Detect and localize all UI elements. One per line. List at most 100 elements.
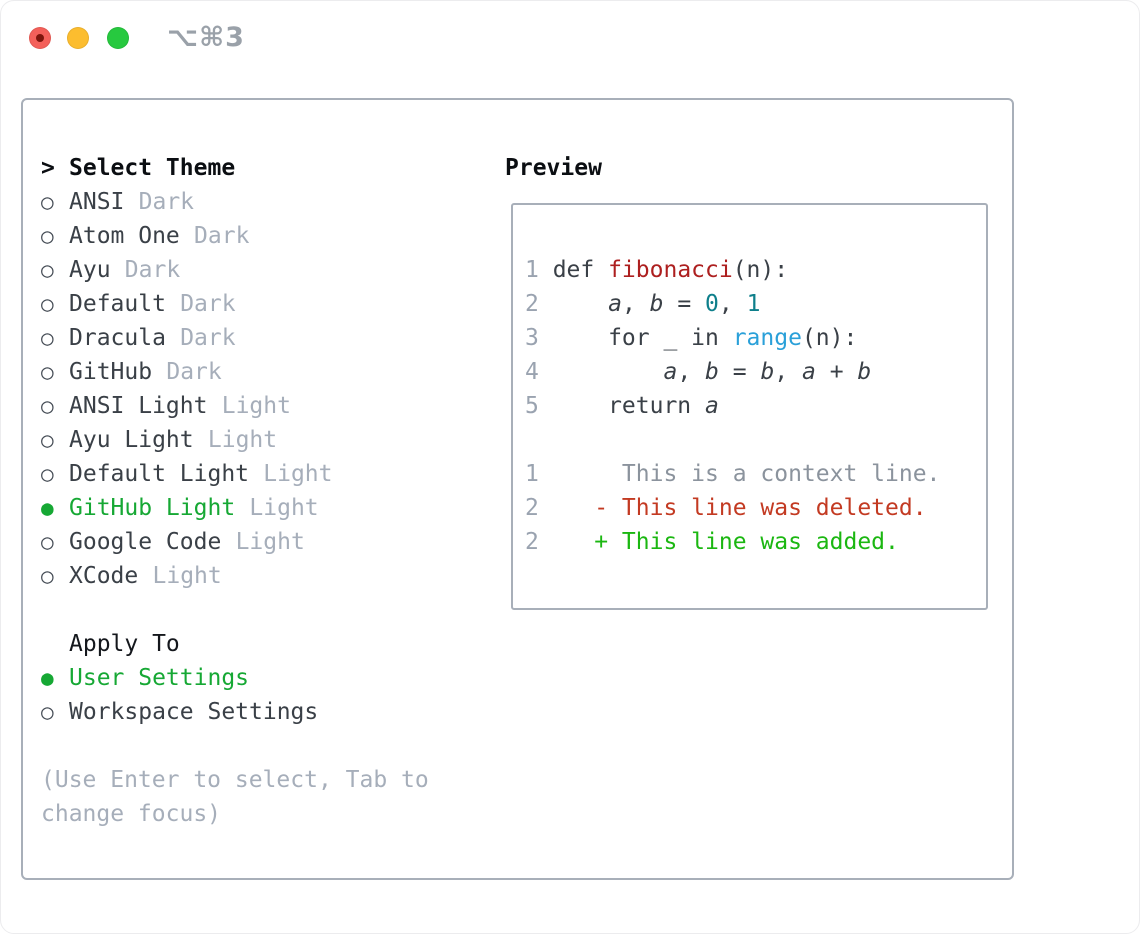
- radio-unselected-icon: ○: [41, 428, 54, 452]
- radio-unselected-icon: ○: [41, 190, 54, 214]
- code-segment-code: +: [815, 359, 858, 385]
- hint-text: (Use Enter to select, Tab to change focu…: [41, 763, 496, 831]
- line-number: 1: [525, 257, 539, 283]
- code-segment-code: =: [718, 359, 761, 385]
- close-button[interactable]: [29, 27, 51, 49]
- radio-unselected-icon: ○: [41, 360, 54, 384]
- code-line-text: def fibonacci(n):: [553, 253, 788, 287]
- code-segment-code: =: [663, 291, 706, 317]
- code-segment-func: fibonacci: [608, 257, 733, 283]
- apply-option-label: User Settings: [69, 665, 250, 691]
- radio-unselected-icon: ○: [41, 394, 54, 418]
- theme-name: Ayu: [69, 257, 111, 283]
- theme-variant: Light: [249, 495, 319, 521]
- theme-option-atom-one[interactable]: ○ Atom One Dark: [41, 219, 496, 253]
- theme-variant: Light: [235, 529, 305, 555]
- code-line-text: a, b = b, a + b: [553, 355, 872, 389]
- code-line: 2 + This line was added.: [525, 525, 986, 559]
- code-segment-code: (n):: [801, 325, 858, 351]
- radio-unselected-icon: ○: [41, 700, 54, 724]
- code-segment-number: 1: [746, 291, 761, 317]
- apply-to-label: Apply To: [69, 631, 180, 657]
- radio-unselected-icon: ○: [41, 326, 54, 350]
- theme-variant: Light: [263, 461, 333, 487]
- line-number: 5: [525, 393, 539, 419]
- prompt-arrow-icon: >: [41, 155, 55, 181]
- theme-variant: Dark: [166, 359, 222, 385]
- code-segment-code: for _ in: [552, 325, 733, 351]
- theme-option-github[interactable]: ○ GitHub Dark: [41, 355, 496, 389]
- code-line-text: for _ in range(n):: [552, 321, 858, 355]
- code-segment-code: [553, 291, 608, 317]
- radio-unselected-icon: ○: [41, 564, 54, 588]
- radio-unselected-icon: ○: [41, 292, 54, 316]
- theme-variant: Light: [221, 393, 291, 419]
- code-segment-var: a: [705, 393, 719, 419]
- code-segment-context: This is a context line.: [552, 461, 941, 487]
- radio-unselected-icon: ○: [41, 224, 54, 248]
- code-line: 5 return a: [525, 389, 986, 423]
- code-segment-var: a: [663, 359, 678, 385]
- theme-name: Ayu Light: [69, 427, 194, 453]
- apply-option-user-settings[interactable]: ● User Settings: [41, 661, 496, 695]
- radio-selected-icon: ●: [41, 666, 54, 690]
- code-line-text: - This line was deleted.: [553, 491, 927, 525]
- line-number: 2: [525, 529, 539, 555]
- theme-name: GitHub: [69, 359, 153, 385]
- hint-line-2: change focus): [41, 801, 222, 827]
- theme-name: Atom One: [69, 223, 180, 249]
- code-segment-var: a: [802, 359, 816, 385]
- code-segment-code: (n):: [732, 257, 789, 283]
- radio-selected-icon: ●: [41, 496, 54, 520]
- preview-title: Preview: [505, 155, 602, 181]
- apply-option-label: Workspace Settings: [69, 699, 319, 725]
- theme-name: ANSI Light: [69, 393, 208, 419]
- code-line: [525, 423, 986, 457]
- apply-to-title: Apply To: [41, 627, 496, 661]
- theme-option-ansi-light[interactable]: ○ ANSI Light Light: [41, 389, 496, 423]
- code-segment-code: def: [552, 257, 609, 283]
- theme-name: Google Code: [69, 529, 222, 555]
- line-number: [525, 423, 539, 457]
- code-segment-var: b: [857, 359, 872, 385]
- theme-variant: Dark: [194, 223, 250, 249]
- theme-option-github-light[interactable]: ● GitHub Light Light: [41, 491, 496, 525]
- code-segment-var: a: [608, 291, 622, 317]
- code-segment-deleted: - This line was deleted.: [594, 495, 927, 521]
- code-line: 2 a, b = 0, 1: [525, 287, 986, 321]
- theme-name: GitHub Light: [69, 495, 236, 521]
- code-line: 2 - This line was deleted.: [525, 491, 986, 525]
- close-dot-icon: [36, 34, 44, 42]
- code-segment-added: + This line was added.: [594, 529, 899, 555]
- divider: [41, 729, 496, 763]
- select-theme-label: Select Theme: [69, 155, 236, 181]
- zoom-button[interactable]: [107, 27, 129, 49]
- line-number: 2: [525, 291, 539, 317]
- code-line: 1 def fibonacci(n):: [525, 253, 986, 287]
- divider: [41, 593, 496, 627]
- theme-name: XCode: [69, 563, 139, 589]
- code-line-text: This is a context line.: [553, 457, 941, 491]
- code-segment-code: [553, 359, 664, 385]
- code-line: 4 a, b = b, a + b: [525, 355, 986, 389]
- theme-name: Default: [69, 291, 166, 317]
- apply-option-workspace-settings[interactable]: ○ Workspace Settings: [41, 695, 496, 729]
- line-number: 2: [525, 495, 539, 521]
- code-segment-code: ,: [774, 359, 802, 385]
- theme-variant: Dark: [124, 257, 181, 283]
- minimize-button[interactable]: [67, 27, 89, 49]
- window-shortcut-label: ⌥⌘3: [167, 22, 245, 53]
- apply-to-indent: [41, 627, 69, 661]
- code-segment-var: b: [760, 359, 775, 385]
- code-segment-builtin: range: [732, 325, 802, 351]
